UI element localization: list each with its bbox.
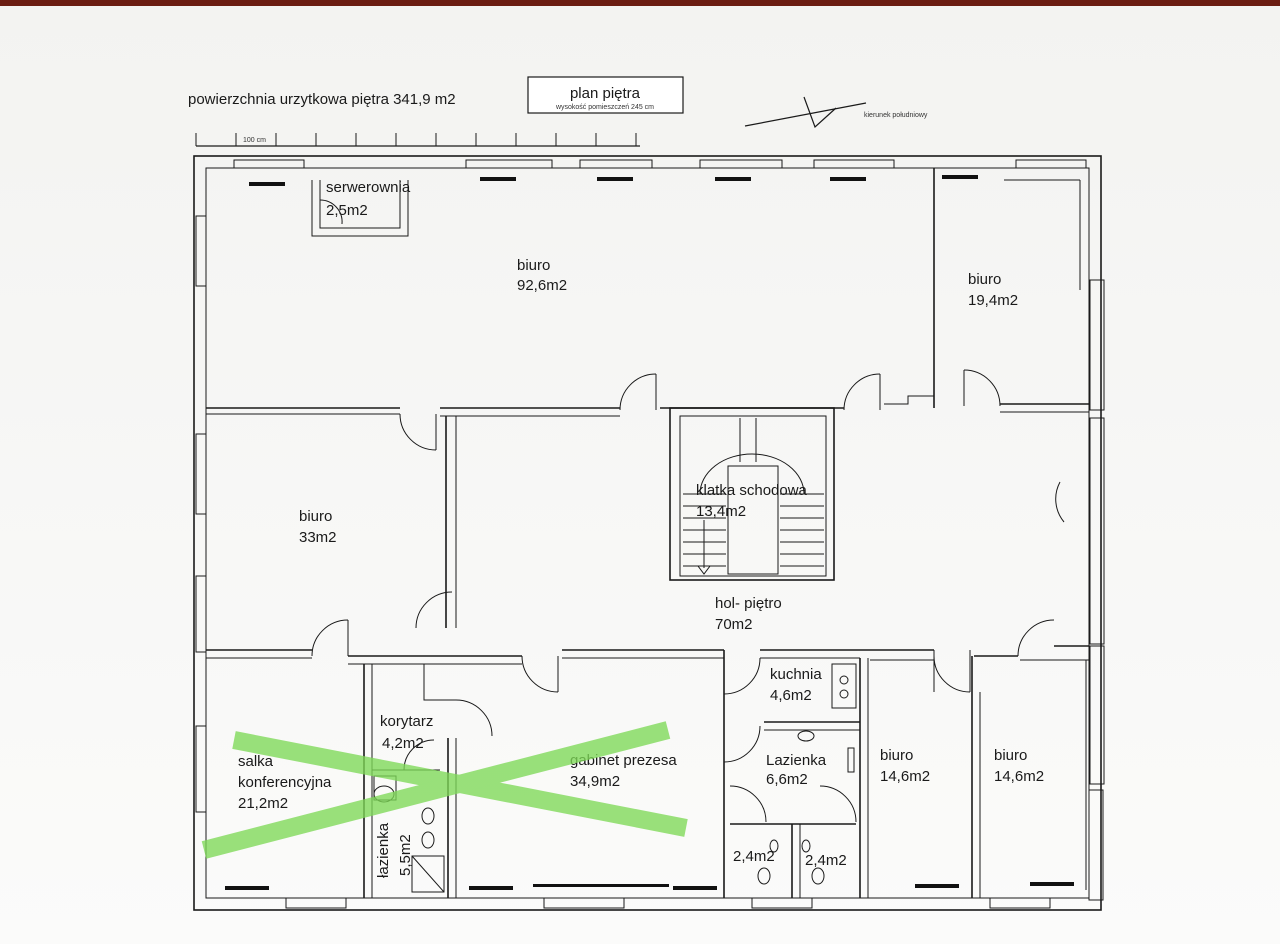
plan-title: plan piętra (570, 85, 641, 102)
room-biuro-se1-area: 14,6m2 (880, 768, 930, 785)
room-biuro-se1-name: biuro (880, 747, 913, 764)
room-korytarz-name: korytarz (380, 713, 433, 730)
room-salka-area: 21,2m2 (238, 795, 288, 812)
room-serwerownia-area: 2,5m2 (326, 202, 368, 219)
side-windows (195, 215, 1105, 901)
room-biuro-ne-name: biuro (968, 271, 1001, 288)
room-hol-name: hol- piętro (715, 595, 782, 612)
room-biuro-main-area: 92,6m2 (517, 277, 567, 294)
room-lazienka-left-area: 5,5m2 (397, 834, 414, 876)
bottom-windows (225, 882, 1074, 909)
room-hol-area: 70m2 (715, 616, 753, 633)
room-lazienka-mid-area: 6,6m2 (766, 771, 808, 788)
usable-area-text: powierzchnia urzytkowa piętra 341,9 m2 (188, 91, 456, 108)
staircase (669, 407, 835, 581)
room-biuro-ne-area: 19,4m2 (968, 292, 1018, 309)
room-biuro-main-name: biuro (517, 257, 550, 274)
room-klatka-area: 13,4m2 (696, 503, 746, 520)
room-biuro-se2-name: biuro (994, 747, 1027, 764)
room-korytarz-area: 4,2m2 (382, 735, 424, 752)
room-wc2-area: 2,4m2 (805, 852, 847, 869)
room-kuchnia-name: kuchnia (770, 666, 822, 683)
room-biuro-se2-area: 14,6m2 (994, 768, 1044, 785)
room-salka-name-2: konferencyjna (238, 774, 332, 791)
plan-subtitle: wysokość pomieszczeń 245 cm (555, 104, 654, 111)
scale-label: 100 cm (243, 137, 266, 144)
south-direction-label: kierunek południowy (864, 112, 928, 119)
green-cross-out-mark (201, 721, 688, 859)
top-windows (233, 159, 1087, 186)
room-lazienka-mid-name: Lazienka (766, 752, 827, 769)
room-salka-name-1: salka (238, 753, 274, 770)
interior-walls (206, 168, 1089, 898)
room-gabinet-area: 34,9m2 (570, 773, 620, 790)
room-serwerownia-name: serwerownia (326, 179, 411, 196)
room-biuro-w-name: biuro (299, 508, 332, 525)
room-klatka-name: klatka schodowa (696, 482, 808, 499)
room-wc1-area: 2,4m2 (733, 848, 775, 865)
room-biuro-w-area: 33m2 (299, 529, 337, 546)
room-lazienka-left-name: łazienka (375, 822, 392, 878)
room-kuchnia-area: 4,6m2 (770, 687, 812, 704)
scale-bar (195, 133, 640, 147)
plan-title-box (527, 76, 684, 114)
compass-arrow-icon (744, 96, 867, 129)
